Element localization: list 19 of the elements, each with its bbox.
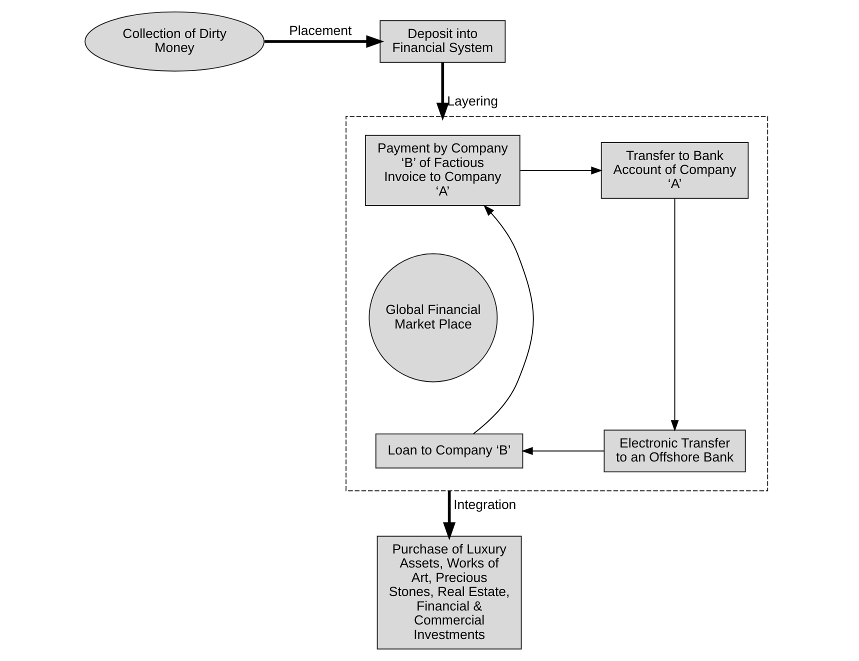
- arrow: [264, 35, 384, 48]
- edge-label: Layering: [446, 93, 498, 108]
- node-box: Payment by Company ‘B’ of Factious Invoice to Company ‘A’: [364, 134, 520, 206]
- node-box: Purchase of Luxury Assets, Works of Art, Precious Stones, Real Estate, Financial & Commercial Investments: [376, 536, 522, 650]
- node-box: Transfer to Bank Account of Company ‘A’: [600, 142, 748, 199]
- arrow: [520, 446, 604, 455]
- node-box: Deposit into Financial System: [379, 20, 506, 63]
- edge-label: Integration: [453, 496, 516, 512]
- arrow: [436, 62, 448, 121]
- node-ellipse: Collection of Dirty Money: [84, 11, 264, 72]
- node-circle: Global Financial Market Place: [368, 253, 498, 382]
- cluster: [345, 116, 768, 492]
- arrow: [519, 166, 602, 174]
- node-box: Loan to Company ‘B’: [374, 433, 523, 468]
- edge-label: Placement: [288, 23, 352, 38]
- arrow: [670, 198, 678, 432]
- arrow: [442, 490, 456, 540]
- node-box: Electronic Transfer to an Offshore Bank: [603, 430, 746, 472]
- arrow: [472, 204, 534, 434]
